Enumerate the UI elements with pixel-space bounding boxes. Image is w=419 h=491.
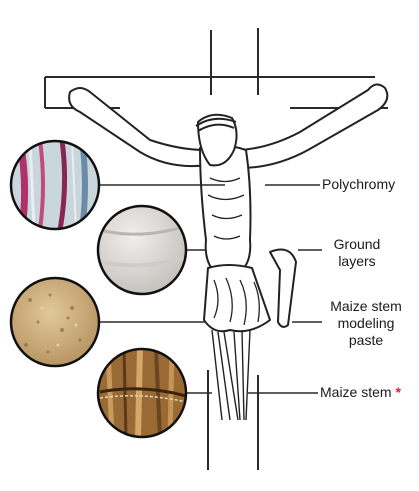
label-maize-stem: Maize stem * [320, 384, 416, 401]
figure-torso [200, 145, 251, 272]
ground-layers-sample-circle [97, 205, 187, 295]
maize-stem-sample-circle [97, 348, 187, 438]
label-ground-layers: Ground layers [322, 236, 392, 270]
label-ground-layers-line-2: layers [322, 253, 392, 270]
figure-right-arm [240, 84, 387, 168]
modeling-paste-sample-circle [10, 277, 100, 367]
maize-stem-marker-asterisk: * [395, 384, 400, 400]
label-modeling-paste-line-3: paste [320, 332, 412, 349]
label-polychromy: Polychromy [322, 176, 412, 193]
label-maize-stem-text: Maize stem [320, 384, 392, 400]
figure-legs [212, 330, 250, 420]
label-ground-layers-line-1: Ground [322, 236, 392, 253]
label-modeling-paste-line-2: modeling [320, 315, 412, 332]
figure-left-arm [69, 88, 208, 166]
figure-loincloth-knot [270, 250, 296, 327]
figure-loincloth [204, 265, 270, 331]
label-modeling-paste-line-1: Maize stem [320, 298, 412, 315]
label-modeling-paste: Maize stem modeling paste [320, 298, 412, 349]
polychromy-sample-circle [10, 140, 100, 230]
label-polychromy-line-1: Polychromy [322, 176, 412, 193]
